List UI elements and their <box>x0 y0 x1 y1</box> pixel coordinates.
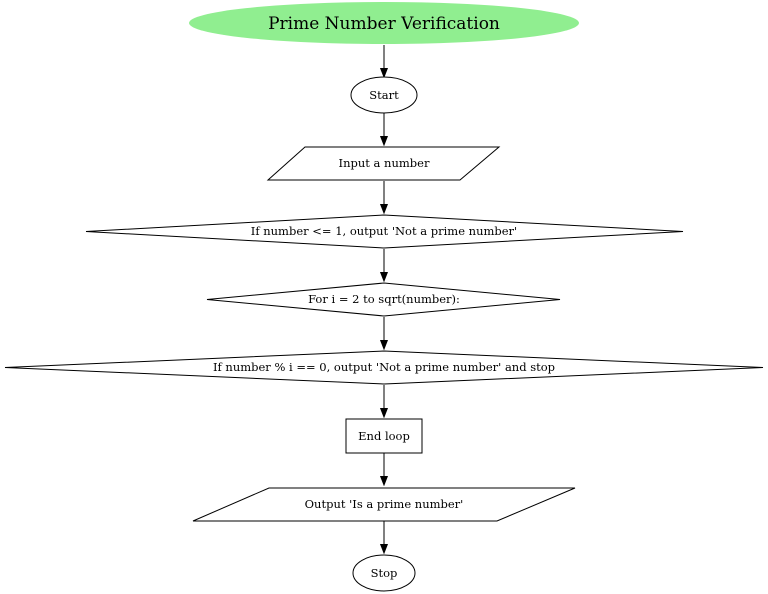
node-stop: Stop <box>352 554 416 592</box>
decision-diamond <box>4 350 764 385</box>
node-loop: For i = 2 to sqrt(number): <box>206 282 561 317</box>
terminator-ellipse <box>350 76 418 114</box>
node-check-divisible: If number % i == 0, output 'Not a prime … <box>4 350 764 385</box>
node-check-divisible-label: If number % i == 0, output 'Not a prime … <box>213 360 555 374</box>
input-parallelogram <box>266 146 501 181</box>
node-start-label: Start <box>369 88 399 102</box>
node-loop-label: For i = 2 to sqrt(number): <box>308 292 460 306</box>
title-ellipse <box>189 2 579 44</box>
node-input: Input a number <box>266 146 501 181</box>
terminator-ellipse <box>352 554 416 592</box>
output-parallelogram <box>192 487 576 522</box>
process-box <box>345 418 423 454</box>
node-stop-label: Stop <box>371 566 398 580</box>
node-output-prime: Output 'Is a prime number' <box>192 487 576 522</box>
node-start: Start <box>350 76 418 114</box>
diagram-title: Prime Number Verification <box>268 14 500 34</box>
decision-diamond <box>206 282 561 317</box>
title-node: Prime Number Verification <box>189 2 579 44</box>
node-end-loop-label: End loop <box>358 429 410 443</box>
node-input-label: Input a number <box>339 156 430 170</box>
node-output-prime-label: Output 'Is a prime number' <box>305 497 464 511</box>
node-check-le-one-label: If number <= 1, output 'Not a prime numb… <box>251 224 517 238</box>
node-check-le-one: If number <= 1, output 'Not a prime numb… <box>85 214 684 249</box>
decision-diamond <box>85 214 684 249</box>
node-end-loop: End loop <box>345 418 423 454</box>
